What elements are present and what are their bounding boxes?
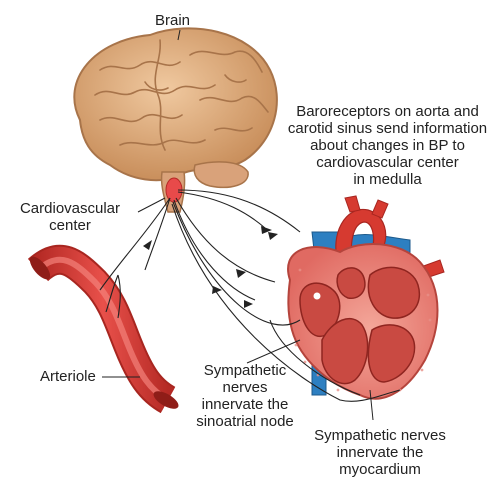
leader-lines <box>102 29 374 421</box>
label-brain: Brain <box>155 12 191 29</box>
brain-illustration <box>73 27 278 213</box>
label-baroreceptors: Baroreceptors on aorta and carotid sinus… <box>287 103 488 188</box>
arrowhead-efferent-2 <box>212 286 222 294</box>
label-cardiovascular-center: Cardiovascular center <box>19 200 121 234</box>
arrowhead-efferent-1 <box>236 269 246 278</box>
nerve-pathways <box>99 189 401 402</box>
sinoatrial-node-marker <box>313 292 321 300</box>
arrowhead-arteriole <box>143 240 152 250</box>
nerve-arrowheads <box>143 226 278 308</box>
heart-illustration <box>287 195 445 400</box>
arrowhead-baro-1 <box>261 226 272 234</box>
label-sympathetic-sinoatrial: Sympathetic nerves innervate the sinoatr… <box>196 362 294 430</box>
label-sympathetic-myocardium: Sympathetic nerves innervate the myocard… <box>314 427 446 478</box>
arrowhead-efferent-3 <box>244 300 253 308</box>
arrowhead-baro-2 <box>268 232 278 240</box>
arteriole-illustration <box>27 244 179 414</box>
label-arteriole: Arteriole <box>40 368 96 385</box>
